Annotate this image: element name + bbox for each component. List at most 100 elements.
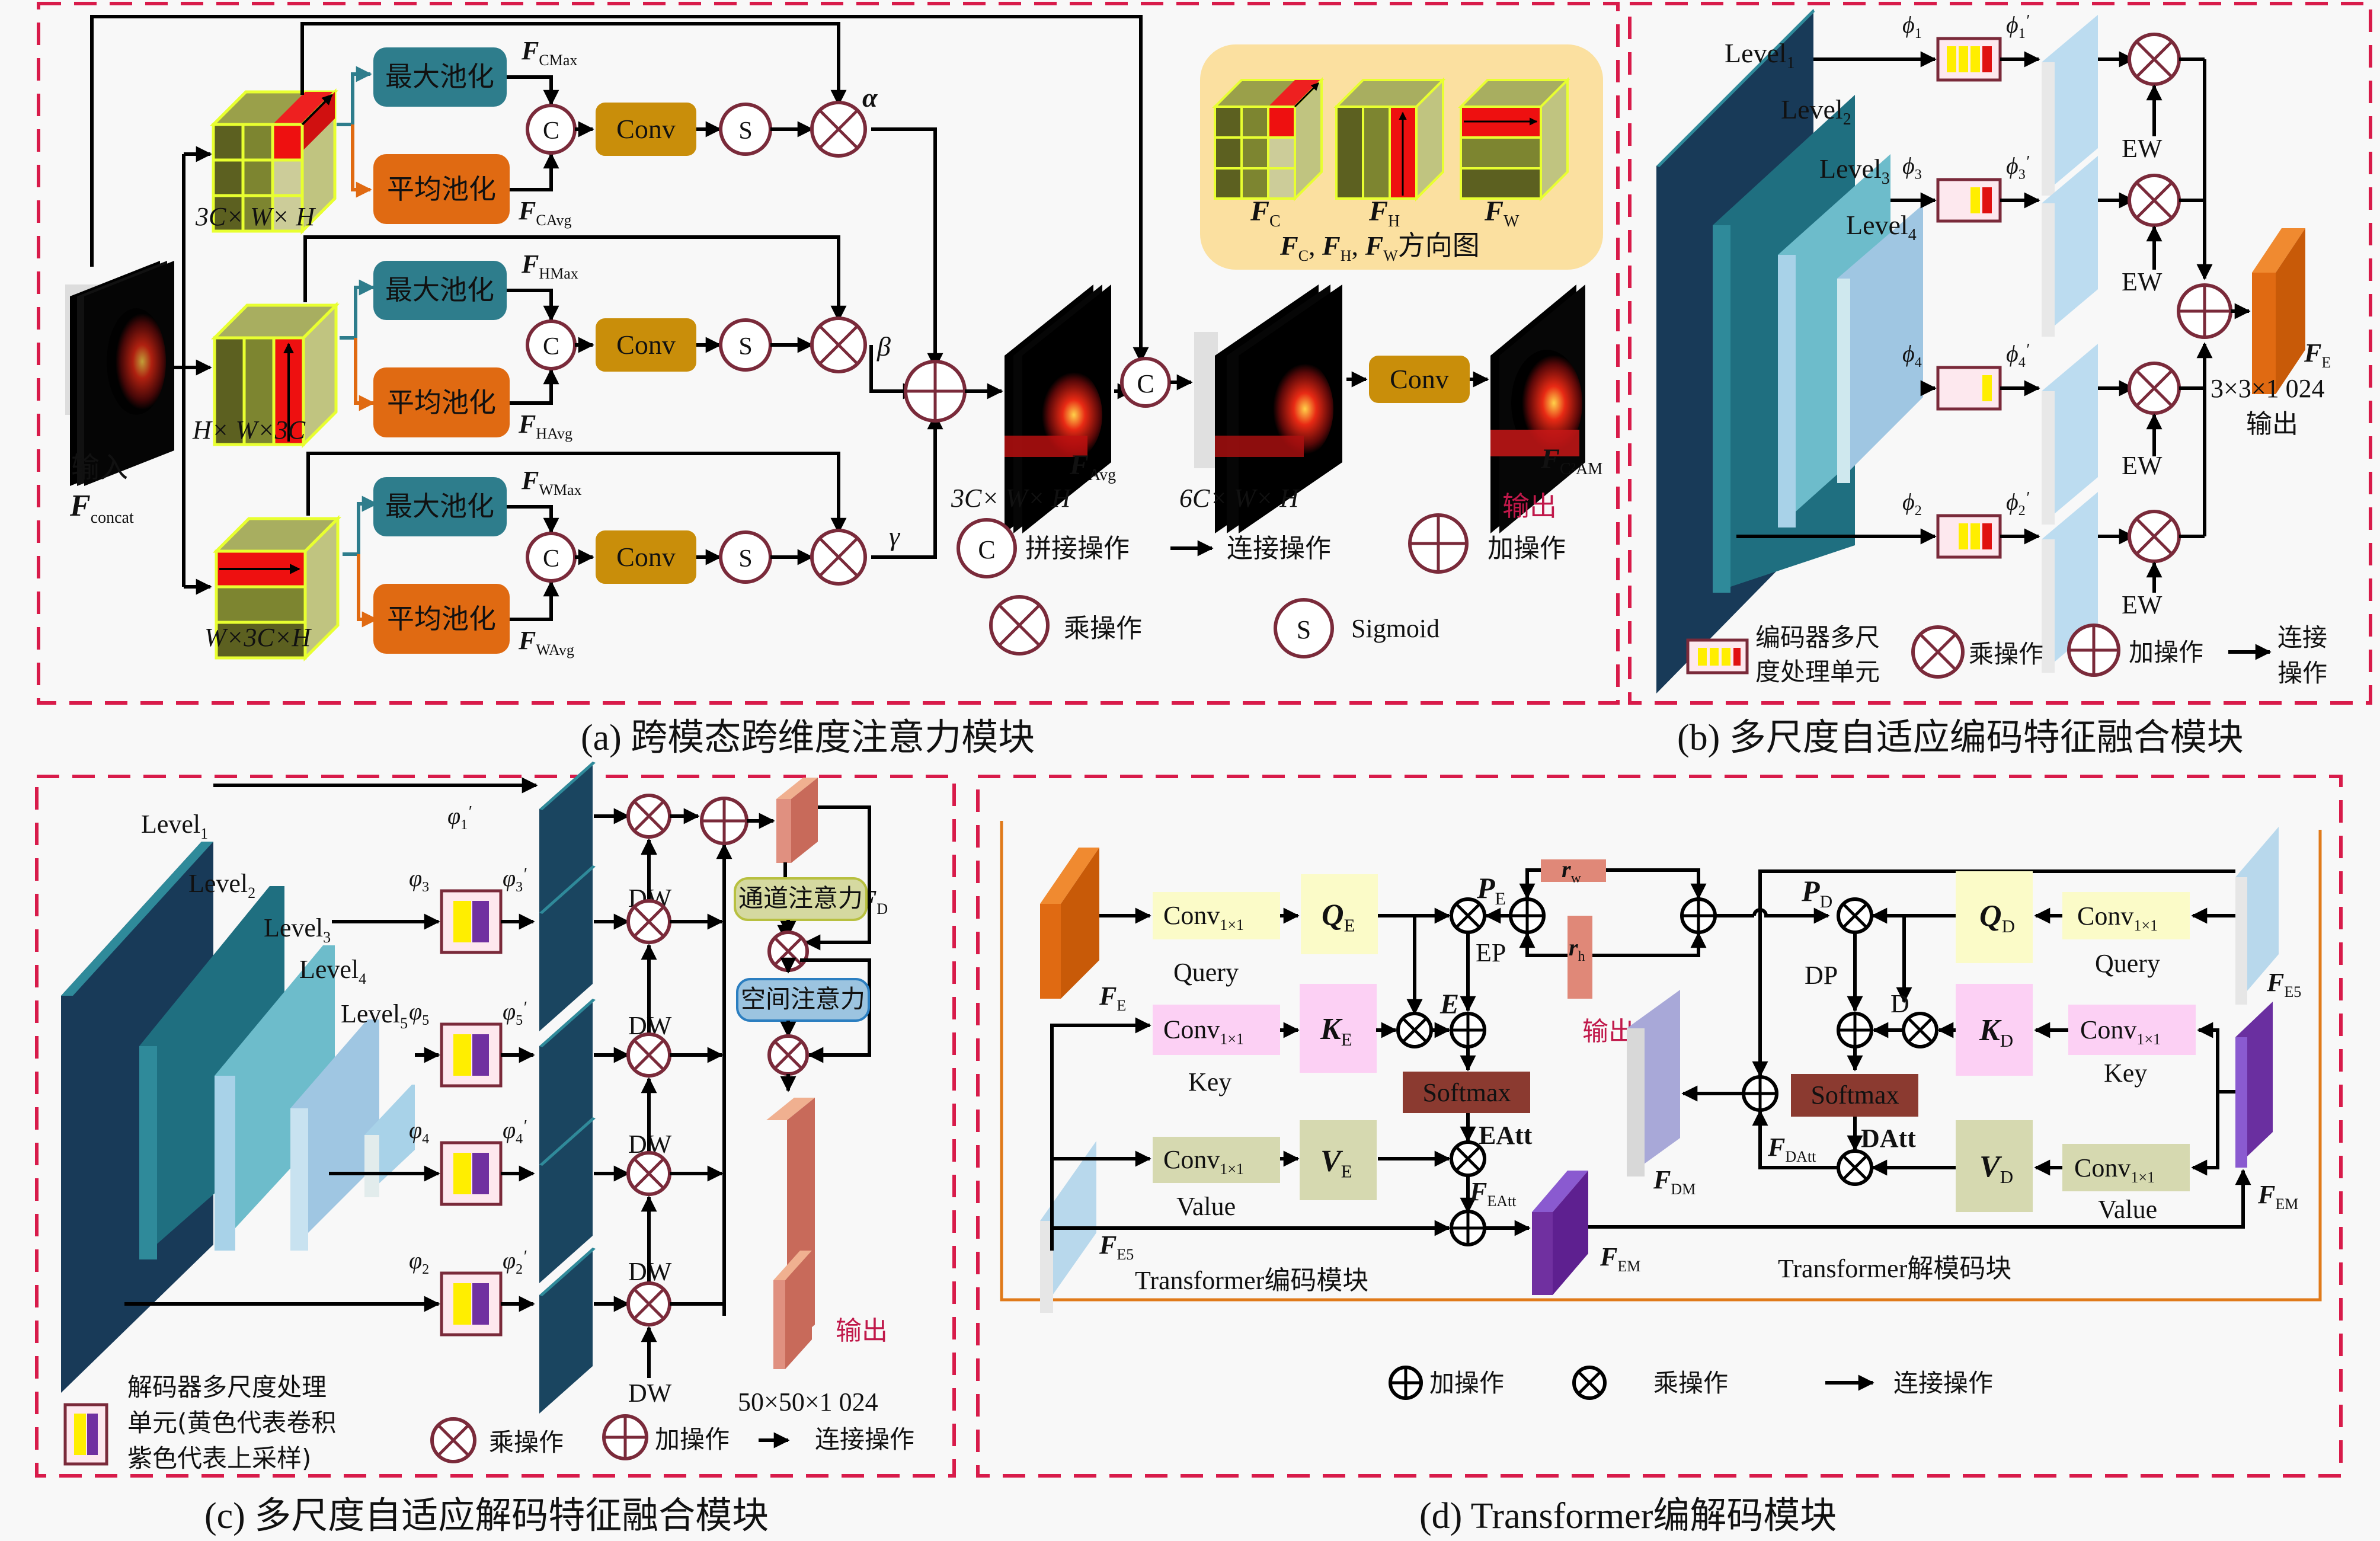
ew-label: EW (2122, 267, 2163, 296)
varphi-out-label: φ3′ (503, 865, 527, 895)
favg-label: FWAvg (518, 626, 574, 658)
dec-add-out (1742, 1075, 1778, 1112)
conv-label: Conv (616, 330, 676, 360)
ep-label: EP (1476, 938, 1506, 967)
varphi-in-label: φ4 (409, 1117, 429, 1147)
unit-bar (1970, 523, 1980, 549)
conv-box-h: Conv (596, 318, 696, 372)
input-label: 输入 (71, 451, 128, 484)
conv-out-box: Conv (1369, 356, 1470, 403)
dw-label: DW (628, 1379, 672, 1408)
mul-op-h (810, 316, 867, 373)
svg-text:连接操作: 连接操作 (815, 1425, 914, 1454)
max-pool-box-c: 最大池化 (373, 47, 507, 107)
enc-value-conv: Conv1×1 (1153, 1137, 1280, 1183)
unit-bar (1982, 375, 1992, 401)
max-pool-label: 最大池化 (385, 490, 494, 522)
favg-stack (1005, 284, 1111, 533)
fe-output-label: 输出 (2246, 409, 2298, 439)
legend-d: 加操作 乘操作 连接操作 (1389, 1366, 1993, 1400)
fdm-slab (1627, 990, 1680, 1176)
spatial-attention-box[interactable]: 空间注意力 (736, 978, 870, 1022)
avg-pool-box-w: 平均池化 (373, 584, 510, 654)
connector (357, 554, 378, 628)
pd-label: PD (1801, 874, 1832, 912)
phi-out-label: ϕ3′ (2006, 152, 2030, 183)
level-c4-slab (290, 1019, 379, 1251)
legend-fw: FW (1484, 196, 1520, 231)
dec-q-box: QD (1956, 871, 2033, 963)
unit-bar (1959, 523, 1968, 549)
connector (1588, 1169, 2251, 1229)
rw-block: rw (1541, 856, 1606, 886)
fd-block (776, 778, 818, 863)
avg-pool-box-c: 平均池化 (373, 154, 510, 224)
connector (510, 580, 559, 621)
legend-c: 解码器多尺度处理 单元(黄色代表卷积 紫色代表上采样) 乘操作 加操作 连接操作 (63, 1373, 914, 1473)
favg-label: FHAvg (518, 410, 572, 442)
gamma-label: γ (889, 521, 901, 551)
fe-var: FE (2304, 338, 2331, 371)
enc-key-conv: Conv1×1 (1153, 1005, 1280, 1055)
connector (1752, 1110, 1838, 1169)
softmax-label: Softmax (1810, 1080, 1899, 1110)
varphi-in-label: φ3 (409, 865, 429, 895)
fe5-label: FE5 (1099, 1230, 1134, 1263)
svg-text:C: C (1137, 369, 1154, 398)
dec-add-d (1837, 1012, 1873, 1048)
output-label: 输出 (1502, 490, 1557, 522)
connector (354, 338, 375, 411)
avg-pool-label: 平均池化 (387, 603, 496, 635)
favg-label: FCAvg (518, 196, 572, 229)
svg-text:拼接操作: 拼接操作 (1025, 533, 1130, 564)
max-pool-box-w: 最大池化 (373, 477, 507, 536)
rh-block: rh (1568, 916, 1592, 999)
enc-softmax-box: Softmax (1403, 1072, 1530, 1113)
enc-add-pos (1509, 897, 1546, 934)
phi-in-label: ϕ4 (1902, 340, 1922, 370)
svg-text:单元(黄色代表卷积: 单元(黄色代表卷积 (127, 1408, 336, 1437)
encoder-unit-2 (1936, 178, 2002, 223)
concat-dims: 6C× W× H (1179, 484, 1300, 513)
decoder-scaled-slab (539, 1117, 596, 1283)
sigmoid-op-w: S (719, 530, 772, 584)
dec-v-box: VD (1956, 1120, 2033, 1212)
svg-text:C: C (978, 535, 995, 564)
legend-b: 编码器多尺 度处理单元 乘操作 加操作 连接 操作 (1686, 623, 2327, 688)
sigmoid-symbol: S (738, 117, 752, 145)
unit-bar (1982, 46, 1992, 72)
svg-text:Conv: Conv (1390, 364, 1449, 394)
level-label-c5: Level5 (341, 999, 408, 1032)
dec-k-box: KD (1956, 984, 2033, 1076)
svg-text:乘操作: 乘操作 (489, 1428, 564, 1457)
concat-symbol: C (543, 545, 559, 573)
conv-label: Conv1×1 (2074, 1153, 2155, 1186)
dec-key-conv: Conv1×1 (2068, 1005, 2196, 1055)
mul-op-c (810, 101, 867, 158)
channel-attention-box[interactable]: 通道注意力 (734, 877, 868, 921)
skip-line-top (90, 15, 1149, 363)
caption-a: (a) 跨模态跨维度注意力模块 (581, 718, 1035, 758)
enc-add-residual (1450, 1210, 1486, 1246)
svg-text:加操作: 加操作 (2129, 638, 2203, 667)
connector (343, 495, 378, 556)
cube-w (212, 514, 342, 662)
key-label: Key (1188, 1067, 1231, 1096)
svg-text:加操作: 加操作 (1488, 533, 1566, 564)
dec-add-pos (1680, 897, 1717, 934)
fem-slab (1532, 1171, 1588, 1295)
encoder-unit-3 (1936, 366, 2002, 411)
concat-symbol: C (543, 117, 559, 145)
ew-label: EW (2122, 590, 2163, 619)
connector (2197, 1022, 2235, 1094)
svg-text:S: S (1297, 615, 1311, 644)
fmax-label: FCMax (521, 36, 577, 69)
encoder-title: Transformer编码模块 (1135, 1266, 1368, 1295)
fe-dims: 3×3×1 024 (2211, 374, 2325, 403)
beta-label: β (876, 331, 891, 362)
level-label-2: Level2 (1781, 94, 1851, 129)
dec-query-conv: Conv1×1 (2062, 892, 2190, 939)
connector (306, 452, 847, 534)
rw-label: rw (1562, 856, 1582, 886)
level-label-3: Level3 (1819, 154, 1890, 188)
